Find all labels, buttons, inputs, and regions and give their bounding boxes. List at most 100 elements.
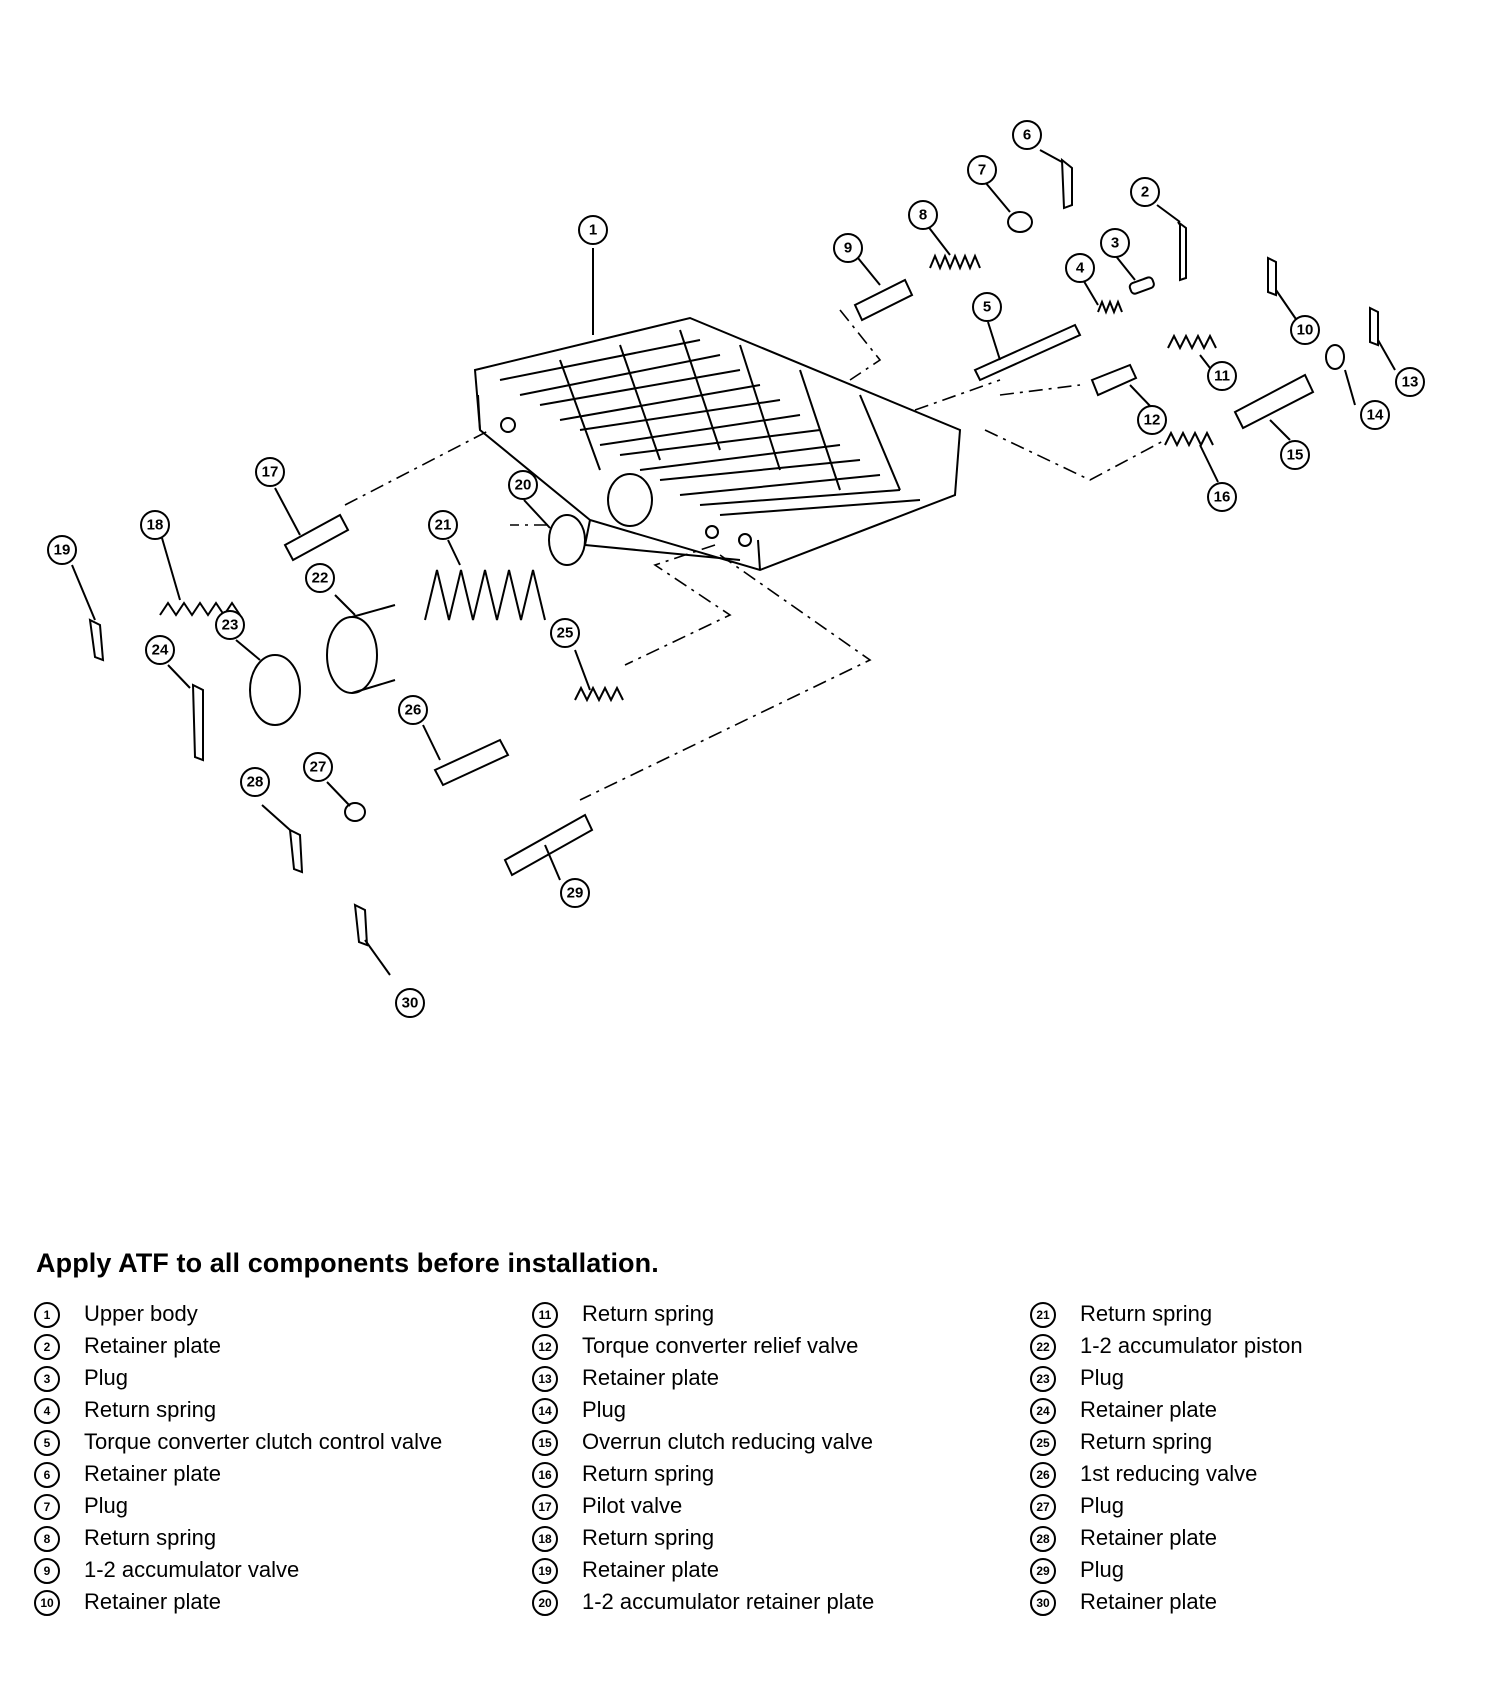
legend-number: 11: [532, 1302, 558, 1328]
legend-label: Retainer plate: [1080, 1397, 1217, 1422]
legend-item: 27 Plug: [1030, 1492, 1470, 1520]
legend-item: 18 Return spring: [532, 1524, 972, 1552]
return-spring-16: [1164, 430, 1214, 448]
callout-8: 8: [908, 200, 938, 230]
svg-text:21: 21: [435, 517, 452, 534]
callout-4: 4: [1065, 253, 1095, 283]
legend-label: Plug: [84, 1365, 129, 1390]
callout-11: 11: [1207, 361, 1237, 391]
legend-label: Torque converter clutch control valve: [84, 1429, 443, 1454]
retainer-plate-28: [288, 828, 304, 874]
legend-label: Plug: [84, 1493, 129, 1518]
svg-text:11: 11: [1214, 368, 1230, 385]
callout-27: 27: [303, 752, 333, 782]
pilot-valve-17: [283, 513, 350, 562]
legend-label: Plug: [1080, 1493, 1125, 1518]
legend-label: Return spring: [582, 1525, 715, 1550]
plug-23: [249, 654, 301, 726]
legend-number: 8: [34, 1526, 60, 1552]
legend-label: Retainer plate: [84, 1461, 221, 1486]
return-spring-11: [1167, 333, 1217, 351]
legend-number: 20: [532, 1590, 558, 1616]
legend-number: 28: [1030, 1526, 1056, 1552]
legend-number: 14: [532, 1398, 558, 1424]
callout-3: 3: [1100, 228, 1130, 258]
overrun-clutch-valve-15: [1233, 373, 1315, 430]
retainer-plate-13: [1369, 306, 1379, 347]
callout-7: 7: [967, 155, 997, 185]
installation-note: Apply ATF to all components before insta…: [36, 1248, 659, 1278]
svg-text:19: 19: [54, 542, 71, 559]
svg-text:10: 10: [1297, 322, 1314, 339]
callout-14: 14: [1360, 400, 1390, 430]
legend-label: Retainer plate: [84, 1333, 221, 1358]
callout-10: 10: [1290, 315, 1320, 345]
accumulator-valve-9: [853, 278, 914, 322]
legend-label: 1-2 accumulator valve: [84, 1557, 300, 1582]
svg-text:26: 26: [405, 702, 422, 719]
legend-number: 4: [34, 1398, 60, 1424]
svg-text:18: 18: [147, 517, 164, 534]
legend-number: 13: [532, 1366, 558, 1392]
legend-number: 18: [532, 1526, 558, 1552]
callout-9: 9: [833, 233, 863, 263]
legend-item: 2 Retainer plate: [34, 1332, 474, 1360]
callout-15: 15: [1280, 440, 1310, 470]
first-reducing-valve-26: [433, 738, 510, 787]
svg-text:15: 15: [1287, 447, 1304, 464]
svg-text:24: 24: [152, 642, 169, 659]
legend-item: 14 Plug: [532, 1396, 972, 1424]
svg-text:1: 1: [589, 222, 597, 239]
tc-relief-valve-12: [1090, 363, 1138, 397]
legend-number: 6: [34, 1462, 60, 1488]
plug-3: [1128, 276, 1155, 295]
callout-24: 24: [145, 635, 175, 665]
callout-2: 2: [1130, 177, 1160, 207]
callout-26: 26: [398, 695, 428, 725]
legend-label: Pilot valve: [582, 1493, 683, 1518]
legend-label: Plug: [582, 1397, 627, 1422]
retainer-plate-2: [1177, 221, 1187, 282]
callout-19: 19: [47, 535, 77, 565]
retainer-plate-30: [353, 903, 369, 947]
legend-number: 19: [532, 1558, 558, 1584]
plug-29: [503, 813, 594, 877]
tcc-control-valve-5: [973, 323, 1082, 382]
callout-22: 22: [305, 563, 335, 593]
legend-number: 25: [1030, 1430, 1056, 1456]
legend-number: 2: [34, 1334, 60, 1360]
legend-number: 7: [34, 1494, 60, 1520]
return-spring-25: [574, 685, 624, 703]
retainer-plate-6: [1060, 157, 1073, 210]
callout-28: 28: [240, 767, 270, 797]
callout-17: 17: [255, 457, 285, 487]
callout-29: 29: [560, 878, 590, 908]
return-spring-8: [929, 253, 981, 271]
legend-number: 27: [1030, 1494, 1056, 1520]
svg-text:9: 9: [844, 240, 852, 257]
legend-number: 1: [34, 1302, 60, 1328]
callout-16: 16: [1207, 482, 1237, 512]
legend-label: 1-2 accumulator retainer plate: [582, 1589, 875, 1614]
accumulator-retainer-plate-20: [548, 514, 586, 566]
legend-label: Torque converter relief valve: [582, 1333, 859, 1358]
callout-numbers: 1 2 3 4 5 6 7 8 9 10 11 12 13 14 15 16 1…: [47, 120, 1425, 1018]
callout-12: 12: [1137, 405, 1167, 435]
svg-text:4: 4: [1076, 260, 1085, 277]
legend-label: Return spring: [582, 1461, 715, 1486]
accumulator-piston-22: [326, 616, 378, 694]
svg-text:22: 22: [312, 570, 329, 587]
